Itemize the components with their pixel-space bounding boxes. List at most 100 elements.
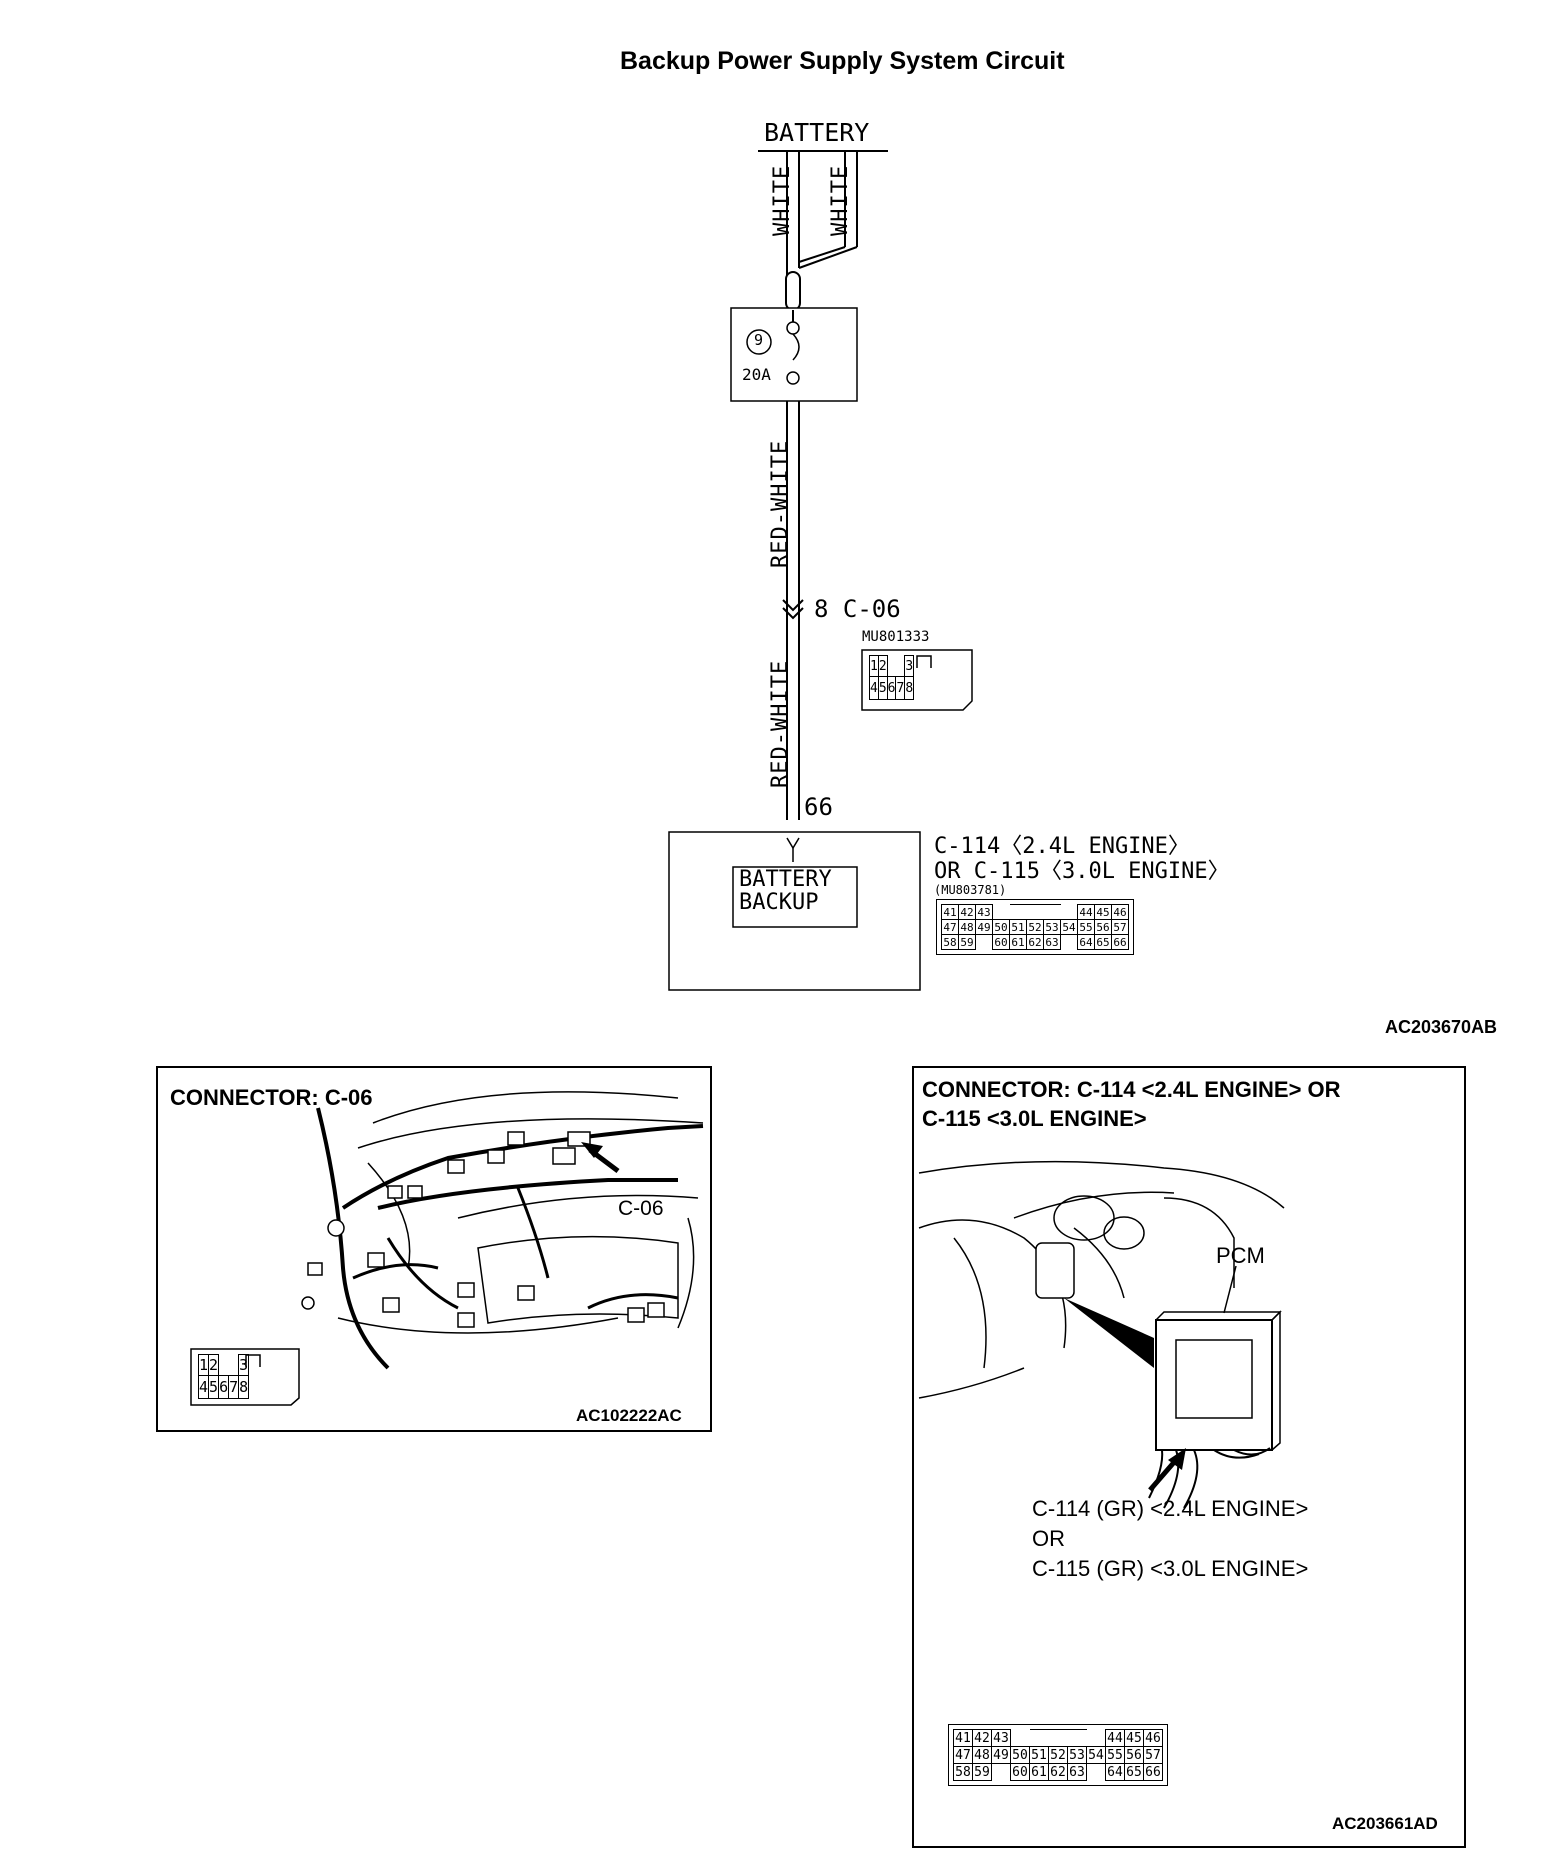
c114-panel-pin-50: 50: [1010, 1746, 1030, 1764]
ecu-pin-42: 42: [958, 904, 976, 920]
ecu-pin-45: 45: [1094, 904, 1112, 920]
c114-panel-pin-53: 53: [1067, 1746, 1087, 1764]
c114-panel-pin-64: 64: [1105, 1763, 1125, 1781]
c114-panel-pin-45: 45: [1124, 1729, 1144, 1747]
ecu-function-label-1: BATTERY: [739, 867, 832, 892]
c114-callout-line1: C-114 (GR) <2.4L ENGINE>: [1032, 1496, 1309, 1521]
ecu-pin-gap: [976, 935, 993, 950]
c06-pin-8: 8: [904, 676, 915, 700]
c114-panel-pin-55: 55: [1105, 1746, 1125, 1764]
c114-callout-line2: OR: [1032, 1526, 1065, 1551]
wire-white-left-label: WHITE: [770, 164, 795, 236]
ecu-pin-53: 53: [1043, 919, 1061, 935]
c06-panel-pin-1: 1: [197, 1354, 210, 1376]
battery-label: BATTERY: [764, 118, 870, 147]
c06-panel-heading: CONNECTOR: C-06: [170, 1085, 373, 1110]
c114-panel-pin-47: 47: [953, 1746, 973, 1764]
c114-panel-pin-54: 54: [1086, 1746, 1106, 1764]
ecu-pin-50: 50: [992, 919, 1010, 935]
ecu-pin-54: 54: [1060, 919, 1078, 935]
ecu-pin-gap: [1043, 904, 1061, 920]
c06-panel-pin-5: 5: [208, 1375, 220, 1399]
c114-panel-pin-60: 60: [1010, 1763, 1030, 1781]
c114-panel-heading-1: CONNECTOR: C-114 <2.4L ENGINE> OR: [922, 1077, 1341, 1102]
schematic-figure-id: AC203670AB: [1385, 1017, 1498, 1037]
wire-merge-a: [798, 246, 858, 269]
ecu-pin-64: 64: [1077, 934, 1095, 950]
wire-red-white-upper-label: RED-WHITE: [768, 439, 793, 568]
c06-pin-1: 1: [869, 655, 879, 677]
c114-panel-pin-46: 46: [1143, 1729, 1163, 1747]
ecu-pin-47: 47: [941, 919, 959, 935]
c06-pin-5: 5: [877, 676, 888, 700]
connector-c06-panel: CONNECTOR: C-06: [156, 1066, 712, 1432]
ecu-pin-gap: [993, 905, 1010, 920]
c06-pin-2: 2: [877, 655, 888, 677]
c114-panel-pin-42: 42: [972, 1729, 992, 1747]
c06-part-number: MU801333: [862, 629, 930, 645]
ecu-pin-gap: [1061, 905, 1078, 920]
ecu-pin-55: 55: [1077, 919, 1095, 935]
ecu-pin-62: 62: [1026, 934, 1044, 950]
c114-panel-pin-56: 56: [1124, 1746, 1144, 1764]
ecu-pin-gap: [1026, 904, 1044, 920]
c114-panel-heading-2: C-115 <3.0L ENGINE>: [922, 1106, 1147, 1131]
c06-pin-3: 3: [904, 655, 915, 677]
ecu-pin-52: 52: [1026, 919, 1044, 935]
c114-panel-pin-62: 62: [1048, 1763, 1068, 1781]
c114-panel-pin-gap: [1029, 1729, 1049, 1747]
ecu-pin-49: 49: [975, 919, 993, 935]
ecu-connector-label-2: OR C-115〈3.0L ENGINE〉: [934, 859, 1230, 884]
ecu-pin-56: 56: [1094, 919, 1112, 935]
ecu-part-number: (MU803781): [934, 883, 1007, 897]
ecu-pin-gap: [1061, 935, 1078, 950]
ecu-pin-58: 58: [941, 934, 959, 950]
c114-panel-figure-id: AC203661AD: [1332, 1814, 1438, 1833]
ecu-pin-59: 59: [958, 934, 976, 950]
splice-oval: [785, 271, 801, 311]
ecu-pin-number: 66: [804, 793, 833, 821]
c114-panel-pin-48: 48: [972, 1746, 992, 1764]
c114-panel-pin-65: 65: [1124, 1763, 1144, 1781]
ecu-connector-label-1: C-114〈2.4L ENGINE〉: [934, 834, 1190, 859]
ecu-pin-57: 57: [1111, 919, 1129, 935]
c06-chevron-2: [782, 607, 804, 620]
c06-panel-pin-6: 6: [218, 1375, 230, 1399]
c114-panel-pin-49: 49: [991, 1746, 1011, 1764]
dashboard-harness-illustration: [301, 1091, 704, 1370]
c06-callout: C-06: [618, 1197, 664, 1220]
wire-merge-b: [798, 246, 846, 263]
page-title: Backup Power Supply System Circuit: [620, 47, 1065, 75]
pcm-label: PCM: [1216, 1243, 1265, 1268]
ecu-pin-41: 41: [941, 904, 959, 920]
c114-panel-pin-51: 51: [1029, 1746, 1049, 1764]
fuse-terminal-bottom: [786, 371, 800, 385]
wire-white-right-label: WHITE: [828, 164, 853, 236]
c06-panel-pin-2: 2: [208, 1354, 220, 1376]
ecu-pin-66: 66: [1111, 934, 1129, 950]
ecu-function-label-2: BACKUP: [739, 890, 819, 915]
ecu-pin-43: 43: [975, 904, 993, 920]
c114-panel-pin-52: 52: [1048, 1746, 1068, 1764]
ecu-pin-51: 51: [1009, 919, 1027, 935]
fuse-number: 9: [754, 331, 764, 349]
c114-callout-line3: C-115 (GR) <3.0L ENGINE>: [1032, 1556, 1309, 1581]
c06-pin-gap: [887, 656, 896, 677]
pcm-location-illustration: [918, 1160, 1285, 1509]
ecu-pin-gap: [1009, 904, 1027, 920]
ecu-pin-65: 65: [1094, 934, 1112, 950]
c114-panel-pin-gap: [1048, 1729, 1068, 1747]
c114-panel-pin-gap: [1067, 1729, 1087, 1747]
fuse-rating: 20A: [742, 365, 771, 384]
c114-panel-pin-63: 63: [1067, 1763, 1087, 1781]
c114-panel-pin-61: 61: [1029, 1763, 1049, 1781]
c06-panel-pin-7: 7: [228, 1375, 240, 1399]
ecu-pin-48: 48: [958, 919, 976, 935]
ecu-pin-44: 44: [1077, 904, 1095, 920]
c114-panel-pin-66: 66: [1143, 1763, 1163, 1781]
c114-panel-pin-gap: [1087, 1730, 1106, 1747]
battery-backup-box: [732, 866, 858, 928]
